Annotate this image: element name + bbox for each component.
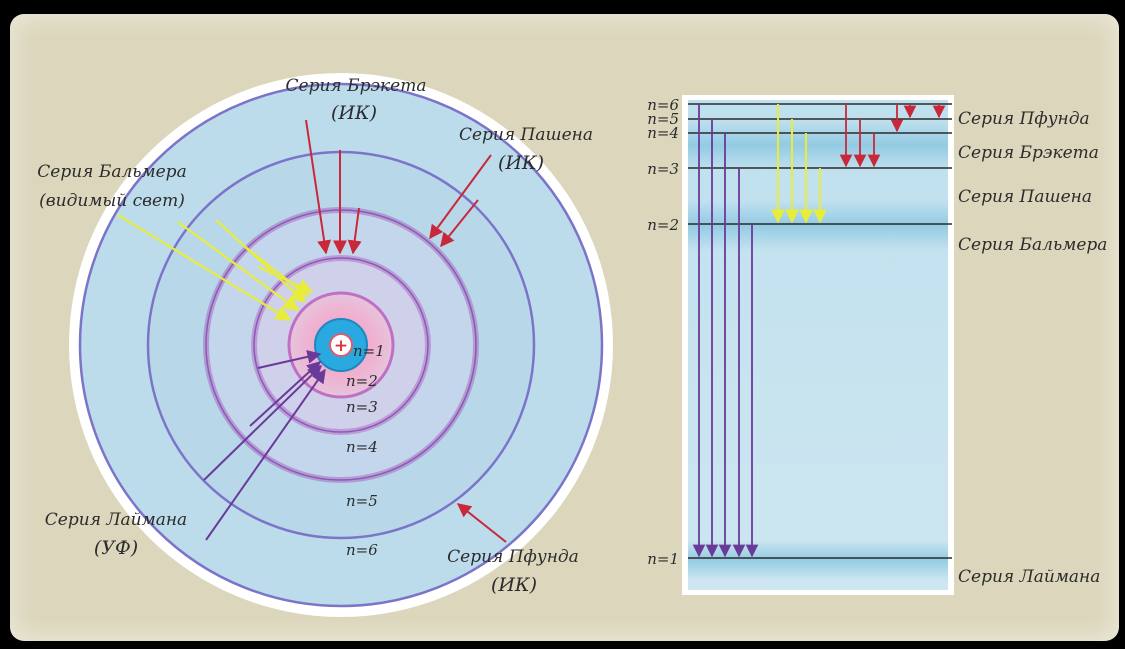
lyman-label: Серия Лаймана [45,510,187,530]
pfund-sub: (ИК) [491,574,537,596]
brackett-sub: (ИК) [331,102,377,124]
paschen-arrows [429,154,492,248]
lyman-sub: (УФ) [94,537,138,559]
balmer-label: Серия Бальмера [37,162,186,182]
series-label-brackett: Серия Брэкета [958,143,1099,163]
energy-panel [688,100,948,590]
paschen-sub: (ИК) [498,152,544,174]
orbit-label-n3: n=3 [346,398,378,416]
energy-level-lines [688,103,952,559]
nucleus [329,333,353,357]
nucleus-plus-icon: + [334,336,348,356]
orbit-diagram: + n=1 n=2 n=3 n=4 n=5 n=6 [37,73,613,617]
level-label-n6: n=6 [647,96,679,114]
series-label-paschen: Серия Пашена [958,187,1092,207]
level-label-n2: n=2 [647,216,679,234]
energy-level-diagram: n=6 n=5 n=4 n=3 n=2 n=1 [647,95,1107,595]
orbit-label-n2: n=2 [346,372,378,390]
paschen-transitions [839,104,881,168]
balmer-transitions [771,104,827,224]
lyman-arrows [203,349,326,541]
level-label-n3: n=3 [647,160,679,178]
pfund-arrow [456,503,507,543]
level-label-n1: n=1 [647,550,679,568]
level-label-n5: n=5 [647,110,679,128]
level-label-n4: n=4 [647,124,679,142]
orbit-label-n6: n=6 [346,541,378,559]
orbit-label-n5: n=5 [346,492,378,510]
brackett-label: Серия Брэкета [286,76,427,96]
series-label-lyman: Серия Лаймана [958,567,1100,587]
orbit-label-n1: n=1 [353,342,385,360]
series-label-balmer: Серия Бальмера [958,235,1107,255]
brackett-arrows [305,119,362,255]
pfund-label: Серия Пфунда [447,547,579,567]
lyman-transitions [692,104,759,558]
paschen-label: Серия Пашена [459,125,593,145]
brackett-transitions [890,104,917,133]
series-label-pfund: Серия Пфунда [958,109,1090,129]
balmer-sub: (видимый свет) [39,191,185,211]
orbit-label-n4: n=4 [346,438,378,456]
balmer-arrows [117,214,314,321]
